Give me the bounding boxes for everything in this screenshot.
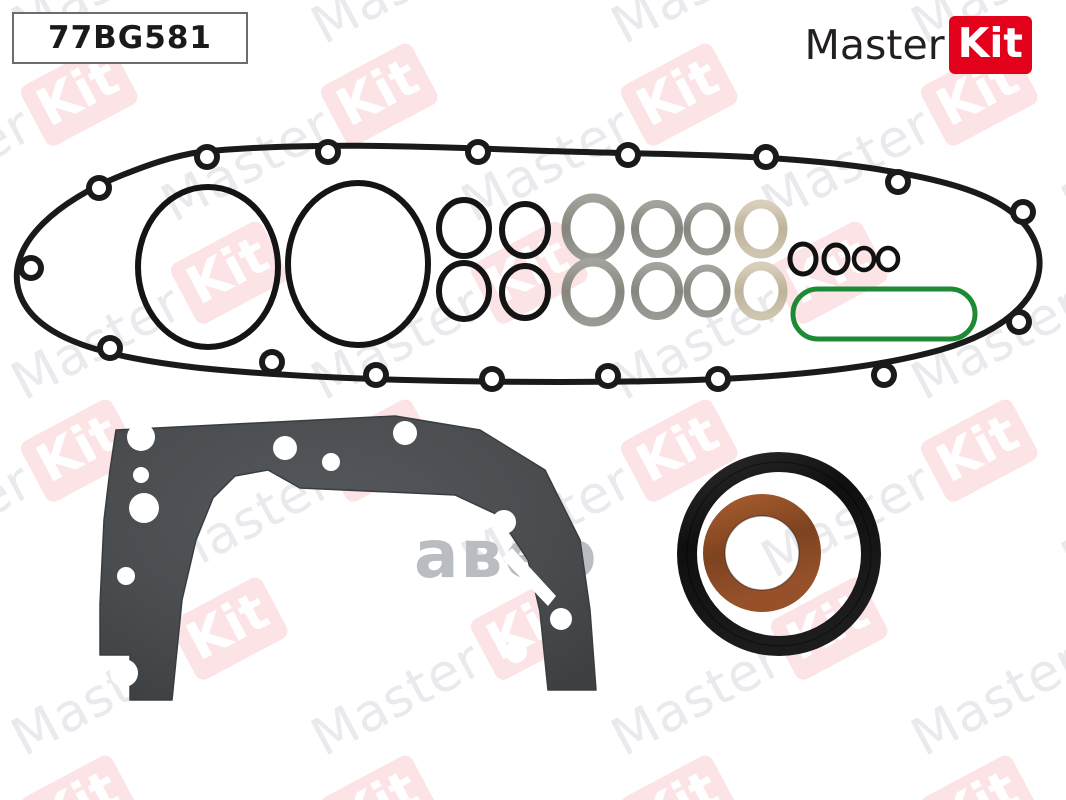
steel-sealing-washers <box>561 193 731 327</box>
green-pill-gasket <box>790 286 978 342</box>
large-o-rings <box>135 180 431 350</box>
part-number-box: 77BG581 <box>12 12 248 64</box>
fiber-arch-gasket <box>99 415 597 701</box>
medium-o-rings <box>436 197 551 322</box>
copper-sealing-washers <box>734 199 788 321</box>
brand-logo-kit-badge: Kit <box>948 16 1032 74</box>
crankshaft-oil-seal <box>677 452 881 656</box>
small-o-rings <box>787 241 901 277</box>
brand-logo: Master Kit <box>805 16 1032 74</box>
part-number-text: 77BG581 <box>48 20 212 56</box>
brand-logo-master-text: Master <box>804 21 945 69</box>
